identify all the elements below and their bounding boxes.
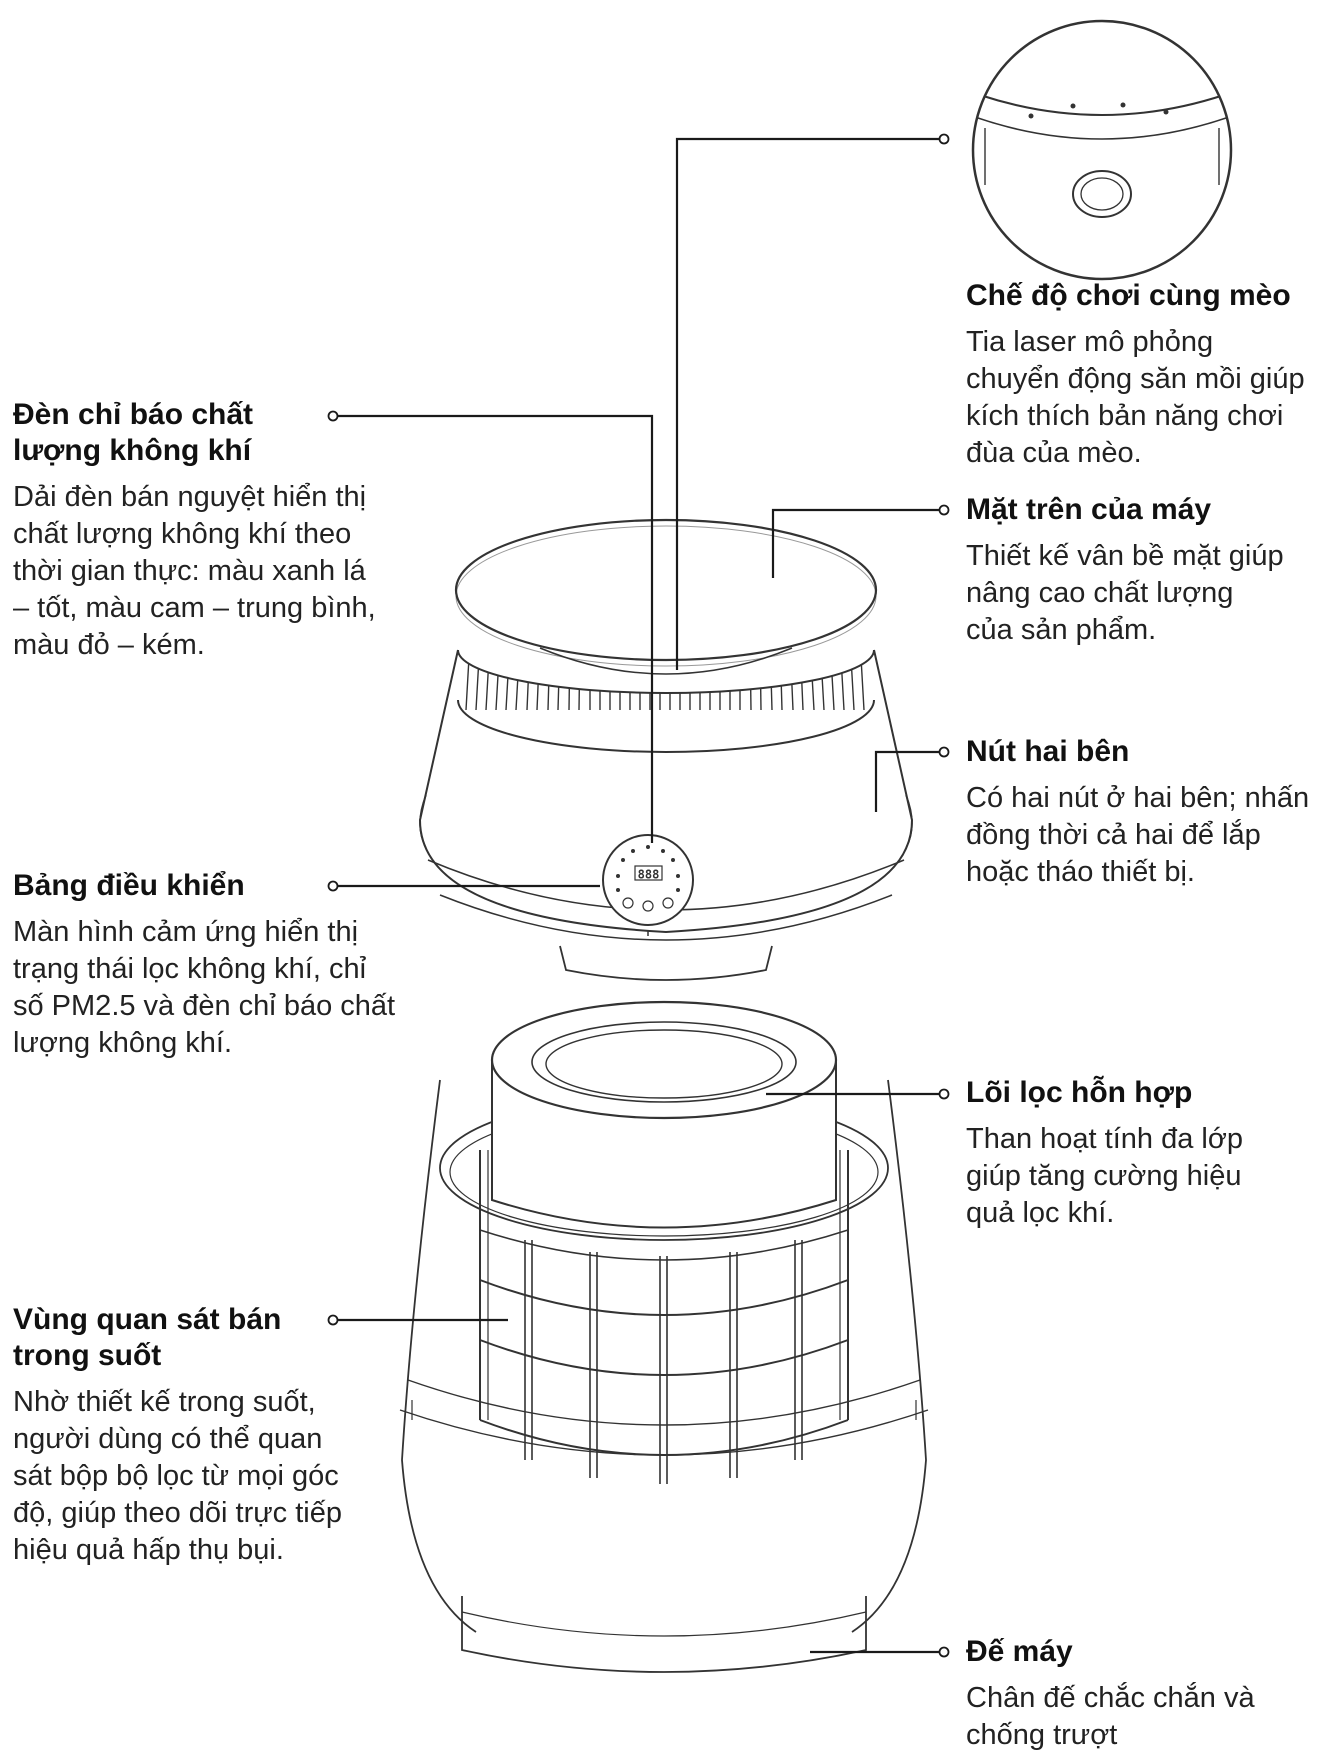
callout-description: Màn hình cảm ứng hiển thị trạng thái lọc… [13,916,396,1059]
laser-module [971,19,1233,281]
leader-lines [327,133,950,1658]
panel-display: 888 [638,868,660,882]
callout-filter-core: Lõi lọc hỗn hợp Than hoạt tính đa lớp gi… [966,1075,1286,1232]
callout-title: Mặt trên của máy [966,493,1212,526]
callout-description: Tia laser mô phỏng chuyển động săn mồi g… [966,326,1305,469]
callout-air-quality-indicator: Đèn chỉ báo chất lượng không khí Dải đèn… [13,397,383,664]
callout-base: Đế máy Chân đế chắc chắn và chống trượt [966,1634,1266,1754]
callout-title: Bảng điều khiển [13,869,245,902]
callout-observation-zone: Vùng quan sát bán trong suốt Nhờ thiết k… [13,1302,363,1569]
callout-title: Đế máy [966,1635,1073,1668]
callout-description: Có hai nút ở hai bên; nhấn đồng thời cả … [966,782,1310,888]
callout-title: Vùng quan sát bán trong suốt [13,1303,282,1372]
callout-description: Nhờ thiết kế trong suốt, người dùng có t… [13,1386,342,1566]
callout-description: Dải đèn bán nguyệt hiển thị chất lượng k… [13,481,376,661]
lower-unit [399,1000,929,1673]
callout-laser-mode: Chế độ chơi cùng mèo Tia laser mô phỏng … [966,278,1306,472]
callout-title: Đèn chỉ báo chất lượng không khí [13,398,254,467]
callout-description: Thiết kế vân bề mặt giúp nâng cao chất l… [966,540,1284,646]
callout-title: Chế độ chơi cùng mèo [966,279,1291,312]
upper-unit: 888 [418,518,914,981]
callout-control-panel: Bảng điều khiển Màn hình cảm ứng hiển th… [13,868,398,1062]
callout-title: Nút hai bên [966,735,1130,768]
callout-description: Chân đế chắc chắn và chống trượt [966,1682,1255,1751]
callout-title: Lõi lọc hỗn hợp [966,1076,1193,1109]
callout-description: Than hoạt tính đa lớp giúp tăng cường hi… [966,1123,1243,1229]
callout-top-surface: Mặt trên của máy Thiết kế vân bề mặt giú… [966,492,1286,649]
callout-side-buttons: Nút hai bên Có hai nút ở hai bên; nhấn đ… [966,734,1311,891]
